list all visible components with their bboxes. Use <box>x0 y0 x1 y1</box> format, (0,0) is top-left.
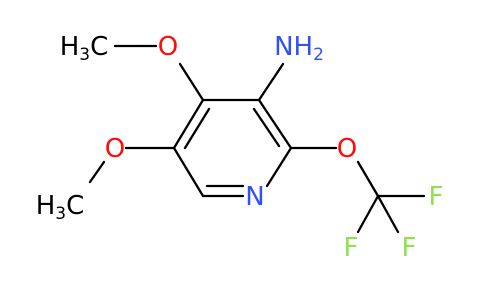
fluorine-left-label: F <box>344 233 359 263</box>
atom-labels-group: H3C O NH2 O H3C O N F F F <box>36 32 444 263</box>
methyl-top-label: H3C <box>60 32 109 65</box>
ring-nitrogen-label: N <box>245 182 264 212</box>
bond-c4-o-top <box>178 62 205 102</box>
bond-o-right-cf3 <box>356 160 380 198</box>
oxygen-left-label: O <box>105 134 125 164</box>
bond-cf3-f-left <box>356 194 380 234</box>
bonds-group <box>88 44 426 234</box>
fluorine-bottom-label: F <box>402 233 417 263</box>
bond-c5-c4-double <box>183 107 211 150</box>
bond-cf3-f-bottom <box>376 194 400 234</box>
amine-label: NH2 <box>274 32 324 65</box>
bond-c3-c2-double <box>252 107 281 148</box>
fluorine-right-label: F <box>429 182 444 212</box>
bond-c6-c5 <box>172 146 205 198</box>
bond-c5-c4 <box>172 98 205 150</box>
methyl-bottom-label: H3C <box>36 191 85 224</box>
bond-o-left-ch3 <box>88 160 106 184</box>
bond-c3-nh2 <box>257 62 285 102</box>
oxygen-top-label: O <box>158 32 178 62</box>
bond-c2-n <box>265 146 293 188</box>
bond-c3-c2 <box>257 98 293 150</box>
oxygen-right-label: O <box>337 134 357 164</box>
